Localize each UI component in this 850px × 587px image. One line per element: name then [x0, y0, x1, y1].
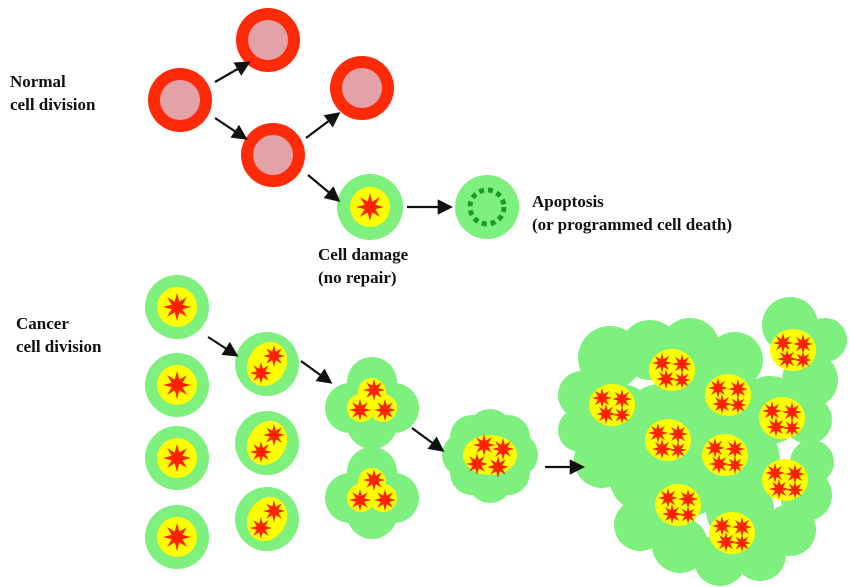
- arrow-icon: [300, 360, 333, 384]
- nucleus-star-icon: [793, 334, 813, 354]
- nucleus-star-icon: [263, 424, 285, 446]
- multi-nucleus-cluster-icon: [235, 332, 299, 396]
- nucleus-star-icon: [786, 481, 804, 499]
- nucleus-star-icon: [473, 434, 495, 456]
- nucleus-star-icon: [374, 399, 396, 421]
- multi-nucleus-cluster-icon: [235, 487, 299, 551]
- nucleus-star-icon: [250, 441, 272, 463]
- arrow-icon: [411, 427, 445, 452]
- nucleus-star-icon: [712, 516, 732, 536]
- nucleus-star-icon: [466, 453, 488, 475]
- nucleus-star-icon: [163, 371, 191, 399]
- nucleus-star-icon: [785, 464, 805, 484]
- red-ring-cell-icon: [241, 123, 305, 187]
- cancer-label-line1: Cancer: [16, 314, 69, 333]
- red-ring-cell-icon: [330, 56, 394, 120]
- nucleus-star-icon: [777, 349, 797, 369]
- arrow-icon: [207, 336, 239, 357]
- nucleus-star-icon: [356, 193, 384, 221]
- damage-label-line2: (no repair): [318, 268, 397, 287]
- nucleus-star-icon: [487, 456, 509, 478]
- nucleus-star-icon: [652, 353, 672, 373]
- nucleus-star-icon: [349, 489, 371, 511]
- nucleus-star-icon: [669, 441, 687, 459]
- arrow-icon: [307, 174, 341, 202]
- nucleus-star-icon: [374, 489, 396, 511]
- nucleus-star-icon: [708, 378, 728, 398]
- nucleus-star-icon: [662, 504, 682, 524]
- nucleus-star-icon: [716, 532, 736, 552]
- nucleus-star-icon: [592, 388, 612, 408]
- nucleus-star-icon: [705, 438, 725, 458]
- red-ring-cell-icon: [236, 8, 300, 72]
- arrow-icon: [214, 61, 251, 83]
- multi-nucleus-cluster-icon: [325, 447, 419, 539]
- normal-label-line1: Normal: [10, 72, 66, 91]
- dashed-ring-cell-icon: [455, 175, 519, 239]
- nucleus-star-icon: [250, 517, 272, 539]
- nucleus-star-icon: [678, 489, 698, 509]
- cell-damage-label: Cell damage (no repair): [318, 243, 408, 289]
- nucleus-star-icon: [349, 399, 371, 421]
- nucleus-star-icon: [648, 423, 668, 443]
- nucleus-star-icon: [163, 444, 191, 472]
- nucleus-star-icon: [250, 362, 272, 384]
- cancer-division-label: Cancer cell division: [16, 312, 101, 358]
- nucleus-star-icon: [263, 345, 285, 367]
- nucleus-star-icon: [766, 417, 786, 437]
- nucleus-star-icon: [765, 463, 785, 483]
- cancer-label-line2: cell division: [16, 337, 102, 356]
- nucleus-star-icon: [652, 439, 672, 459]
- multi-nucleus-cluster-icon: [325, 357, 419, 449]
- arrow-icon: [214, 117, 248, 140]
- nucleus-star-icon: [656, 369, 676, 389]
- nucleus-star-icon: [596, 404, 616, 424]
- apoptosis-label-line1: Apoptosis: [532, 192, 604, 211]
- nucleus-star-icon: [679, 506, 697, 524]
- nucleus-star-icon: [363, 379, 385, 401]
- nucleus-star-icon: [712, 394, 732, 414]
- nucleus-star-icon: [492, 438, 514, 460]
- arrow-icon: [305, 112, 341, 139]
- nucleus-star-icon: [726, 456, 744, 474]
- nucleus-star-icon: [773, 333, 793, 353]
- nucleus-star-icon: [363, 469, 385, 491]
- normal-division-label: Normal cell division: [10, 70, 95, 116]
- multi-nucleus-cluster-icon: [235, 411, 299, 475]
- nucleus-star-icon: [732, 517, 752, 537]
- nucleus-star-icon: [725, 439, 745, 459]
- tumor-blob: [614, 499, 666, 551]
- damage-label-line1: Cell damage: [318, 245, 409, 264]
- nucleus-star-icon: [728, 379, 748, 399]
- tumor-blob: [652, 517, 708, 573]
- nucleus-star-icon: [672, 354, 692, 374]
- nucleus-star-icon: [658, 488, 678, 508]
- nucleus-star-icon: [612, 389, 632, 409]
- normal-label-line2: cell division: [10, 95, 96, 114]
- nucleus-star-icon: [769, 479, 789, 499]
- nucleus-star-icon: [163, 293, 191, 321]
- nucleus-star-icon: [709, 454, 729, 474]
- nucleus-star-icon: [782, 402, 802, 422]
- nucleus-star-icon: [733, 534, 751, 552]
- nucleus-star-icon: [668, 424, 688, 444]
- nucleus-star-icon: [783, 419, 801, 437]
- tumor-blob: [610, 450, 670, 510]
- red-ring-cell-icon: [148, 68, 212, 132]
- multi-nucleus-cluster-icon: [442, 409, 538, 503]
- nucleus-star-icon: [613, 406, 631, 424]
- nucleus-star-icon: [729, 396, 747, 414]
- apoptosis-label-line2: (or programmed cell death): [532, 215, 733, 234]
- nucleus-star-icon: [263, 500, 285, 522]
- nucleus-star-icon: [163, 523, 191, 551]
- apoptosis-label: Apoptosis (or programmed cell death): [532, 190, 732, 236]
- nucleus-star-icon: [762, 401, 782, 421]
- nucleus-star-icon: [673, 371, 691, 389]
- nucleus-star-icon: [794, 351, 812, 369]
